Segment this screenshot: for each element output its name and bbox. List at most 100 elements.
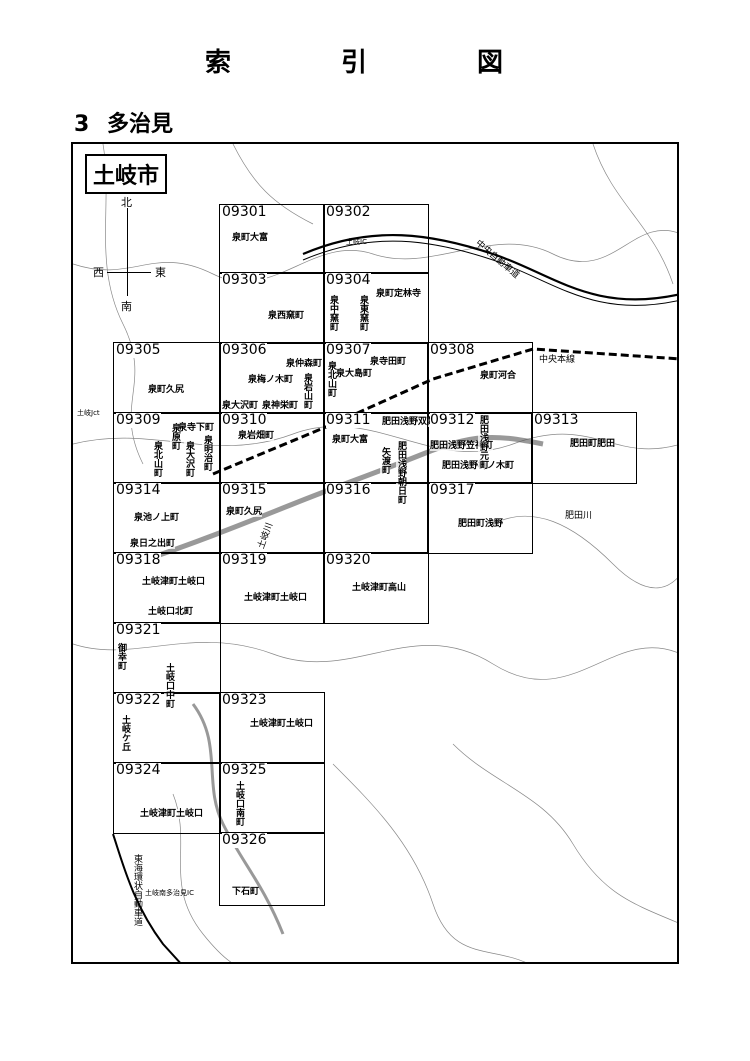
grid-cell-09309[interactable]: 09309 泉寺下町 泉原町 泉北山町 泉大沢町 泉明治町 [113,412,221,484]
ic-label: 土岐南多治見IC [145,889,194,897]
place-label: 泉神栄町 [262,401,299,411]
city-label: 土岐市 [85,154,168,194]
place-label: 泉西窯町 [268,311,305,321]
grid-cell-09318[interactable]: 09318 土岐津町土岐口 [113,552,221,624]
cell-code: 09312 [430,412,475,428]
grid-cell-09308[interactable]: 09308 泉町河合 [427,342,533,414]
grid-cell-09310[interactable]: 09310 泉岩畑町 [219,412,325,484]
place-label: 泉北山町 [326,361,336,397]
place-label: 泉梅ノ木町 [248,375,294,385]
cell-code: 09315 [222,482,267,498]
grid-cell-09326[interactable]: 09326 下石町 [219,832,325,906]
place-label: 泉町大富 [232,233,269,243]
place-label: 土岐津町土岐口 [140,809,204,819]
cell-code: 09309 [116,412,161,428]
rail-label: 中央本線 [539,355,576,365]
jct-label: 土岐Jct [77,409,100,417]
grid-cell-09312[interactable]: 09312 肥田浅野笠神町 肥田浅野梅ノ木町 肥田浅野元町 [427,412,533,484]
cell-code: 09308 [430,342,475,358]
grid-cell-09313[interactable]: 09313 肥田町肥田 [531,412,637,484]
cell-code: 09301 [222,204,267,220]
cell-code: 09318 [116,552,161,568]
compass-ns-line [127,208,128,296]
tokai-expressway-label: 東海環状自動車道 [132,854,142,926]
grid-cell-09321[interactable]: 09321 土岐口北町 御幸町 土岐口中町 [113,607,221,708]
cell-code: 09321 [116,622,161,638]
river-hida-label: 肥田川 [565,511,593,521]
grid-cell-09322[interactable]: 09322 土岐ケ丘 [113,692,221,764]
place-label: 泉寺田町 [370,357,407,367]
grid-cell-09307[interactable]: 09307 泉寺田町 泉大島町 泉北山町 泉岩山町 [302,342,429,414]
grid-cell-09311[interactable]: 09311 泉町大富 肥田浅野双葉町 肥田浅野朝日町 矢渡町 [323,412,446,504]
place-label: 土岐口北町 [148,607,194,617]
place-label: 御幸町 [116,643,126,670]
place-label: 土岐津町高山 [352,583,407,593]
place-label: 泉町河合 [480,371,517,381]
section-title: 3 多治見 [74,106,173,138]
cell-code: 09302 [326,204,371,220]
cell-code: 09324 [116,762,161,778]
compass: 北 西 東 南 [93,194,173,314]
place-label: 泉池ノ上町 [134,513,180,523]
grid-cell-09314[interactable]: 09314 泉池ノ上町 泉日之出町 [113,482,221,554]
place-label: 土岐口中町 [164,663,174,708]
place-label: 泉原町 [170,423,180,450]
grid-cell-09323[interactable]: 09323 土岐津町土岐口 [219,692,325,764]
cell-code: 09304 [326,272,371,288]
place-label: 矢渡町 [380,447,390,474]
grid-cell-09305[interactable]: 09305 泉町久尻 [113,342,221,414]
grid-cell-09316[interactable]: 09316 [323,482,429,554]
grid-cell-09320[interactable]: 09320 土岐津町高山 [323,552,429,624]
place-label: 泉町久尻 [226,507,263,517]
cell-code: 09313 [534,412,579,428]
place-label: 土岐ケ丘 [120,715,130,751]
cell-code: 09325 [222,762,267,778]
cell-code: 09317 [430,482,475,498]
cell-code: 09311 [326,412,371,428]
place-label: 肥田浅野朝日町 [396,441,406,504]
grid-cell-09303[interactable]: 09303 泉西窯町 [219,272,325,344]
cell-code: 09314 [116,482,161,498]
place-label: 泉明治町 [202,435,212,471]
grid-cell-09304[interactable]: 09304 泉町定林寺 泉東窯町 泉中窯町 [323,272,429,344]
place-label: 下石町 [232,887,260,897]
grid-cell-09325[interactable]: 09325 土岐口南町 [219,762,325,834]
compass-south: 南 [121,300,132,313]
cell-code: 09322 [116,692,161,708]
grid-cell-09306[interactable]: 09306 泉仲森町 泉梅ノ木町 泉大沢町 泉神栄町 [219,342,325,414]
place-label: 土岐津町土岐口 [244,593,308,603]
grid-cell-09324[interactable]: 09324 土岐津町土岐口 [113,762,221,834]
grid-cell-09319[interactable]: 09319 土岐津町土岐口 [219,552,325,624]
index-map[interactable]: 土岐市 北 西 東 南 09301 泉町大富 09302 土岐IC 09303 … [71,142,679,964]
cell-code: 09320 [326,552,371,568]
cell-code: 09326 [222,832,267,848]
compass-north: 北 [121,196,132,209]
place-label: 泉仲森町 [286,359,323,369]
place-label: 泉寺下町 [178,423,215,433]
grid-cell-09315[interactable]: 09315 泉町久尻 [219,482,325,554]
cell-code: 09305 [116,342,161,358]
grid-cell-09302[interactable]: 09302 土岐IC [323,204,429,274]
cell-code: 09306 [222,342,267,358]
place-label: 土岐津町土岐口 [250,719,314,729]
cell-code: 09323 [222,692,267,708]
place-label: 泉岩畑町 [238,431,275,441]
section-number: 3 [74,112,90,137]
place-label: 土岐口南町 [234,781,244,826]
grid-cell-09317[interactable]: 09317 肥田町浅野 [427,482,533,554]
grid-cell-09301[interactable]: 09301 泉町大富 [219,204,325,274]
compass-east: 東 [155,266,166,279]
cell-code: 09316 [326,482,371,498]
compass-ew-line [107,272,151,273]
place-label: 肥田浅野元町 [478,415,488,469]
place-label: 泉東窯町 [358,295,368,331]
page-title: 索 引 図 [204,48,545,78]
place-label: 泉町大富 [332,435,369,445]
compass-west: 西 [93,266,104,279]
place-label: 泉北山町 [152,441,162,477]
cell-code: 09310 [222,412,267,428]
place-label: 肥田町肥田 [570,439,616,449]
place-label: 土岐津町土岐口 [142,577,206,587]
cell-code: 09307 [326,342,371,358]
cell-code: 09303 [222,272,267,288]
